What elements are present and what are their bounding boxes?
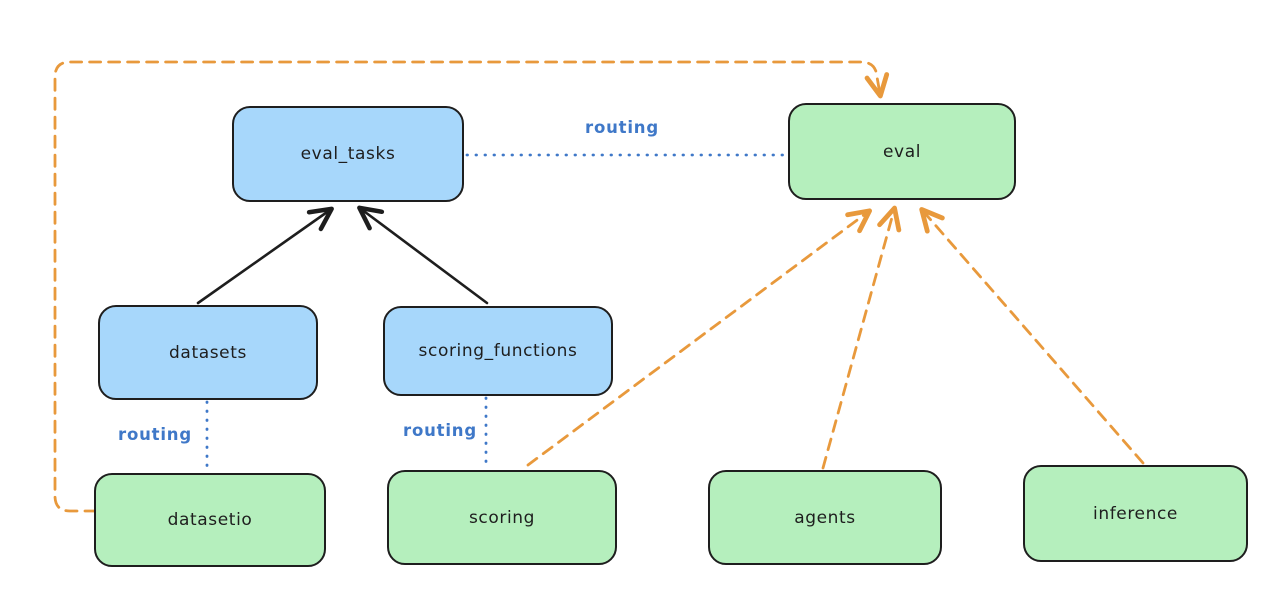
node-datasetio-label: datasetio — [167, 510, 253, 530]
edge-label-routing-scoring-functions-scoring: routing — [403, 421, 477, 440]
node-inference-label: inference — [1093, 503, 1178, 524]
edge-scoring-to-eval — [526, 208, 873, 467]
edge-scoring-functions-to-eval-tasks — [357, 205, 489, 305]
node-datasetio: datasetio — [94, 473, 326, 567]
node-scoring-functions-label: scoring_functions — [418, 341, 578, 361]
edge-agents-to-eval — [821, 205, 902, 470]
node-agents-label: agents — [794, 507, 856, 528]
node-agents: agents — [708, 470, 942, 565]
node-inference: inference — [1023, 465, 1248, 562]
node-eval-tasks-label: eval_tasks — [300, 144, 396, 164]
node-datasets-label: datasets — [169, 342, 247, 363]
node-eval: eval — [788, 103, 1016, 200]
node-eval-label: eval — [882, 141, 922, 162]
node-scoring-label: scoring — [468, 507, 536, 528]
edge-inference-to-eval — [919, 207, 1145, 465]
edge-datasetio-to-eval — [53, 60, 890, 513]
edge-datasets-to-eval-tasks — [196, 206, 334, 305]
node-datasets: datasets — [98, 305, 318, 400]
node-scoring-functions: scoring_functions — [383, 306, 613, 396]
edge-label-routing-eval-tasks-eval: routing — [585, 118, 659, 137]
edge-label-routing-datasets-datasetio: routing — [118, 425, 192, 444]
node-eval-tasks: eval_tasks — [232, 106, 464, 202]
node-scoring: scoring — [387, 470, 617, 565]
